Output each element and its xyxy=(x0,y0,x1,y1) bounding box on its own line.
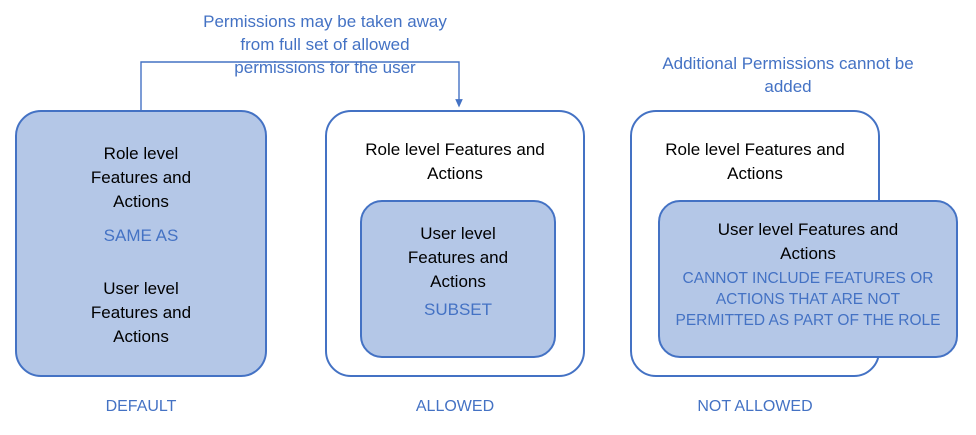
allowed-subset-text: SUBSET xyxy=(423,300,493,319)
box-default-outer[interactable]: Role level Features and Actions SAME AS … xyxy=(15,110,267,377)
not-allowed-cannot-include-text: CANNOT INCLUDE FEATURES OR ACTIONS THAT … xyxy=(675,270,941,329)
allowed-role-level-text: Role level Features and Actions xyxy=(365,140,545,183)
not-allowed-user-level-text: User level Features and Actions xyxy=(717,220,899,263)
default-role-level-text: Role level Features and Actions xyxy=(90,144,192,211)
bottom-label-allowed: ALLOWED xyxy=(415,398,495,415)
bottom-label-not-allowed: NOT ALLOWED xyxy=(697,398,813,415)
bottom-label-default: DEFAULT xyxy=(105,398,177,415)
box-not-allowed-inner[interactable]: User level Features and Actions CANNOT I… xyxy=(658,200,958,358)
default-user-level-text: User level Features and Actions xyxy=(90,279,192,346)
caption-permissions-taken-away: Permissions may be taken away from full … xyxy=(203,12,447,77)
default-same-as-text: SAME AS xyxy=(103,226,179,245)
box-allowed-inner[interactable]: User level Features and Actions SUBSET xyxy=(360,200,556,358)
allowed-user-level-text: User level Features and Actions xyxy=(407,224,509,291)
not-allowed-role-level-text: Role level Features and Actions xyxy=(665,140,845,183)
caption-additional-permissions: Additional Permissions cannot be added xyxy=(662,54,914,96)
